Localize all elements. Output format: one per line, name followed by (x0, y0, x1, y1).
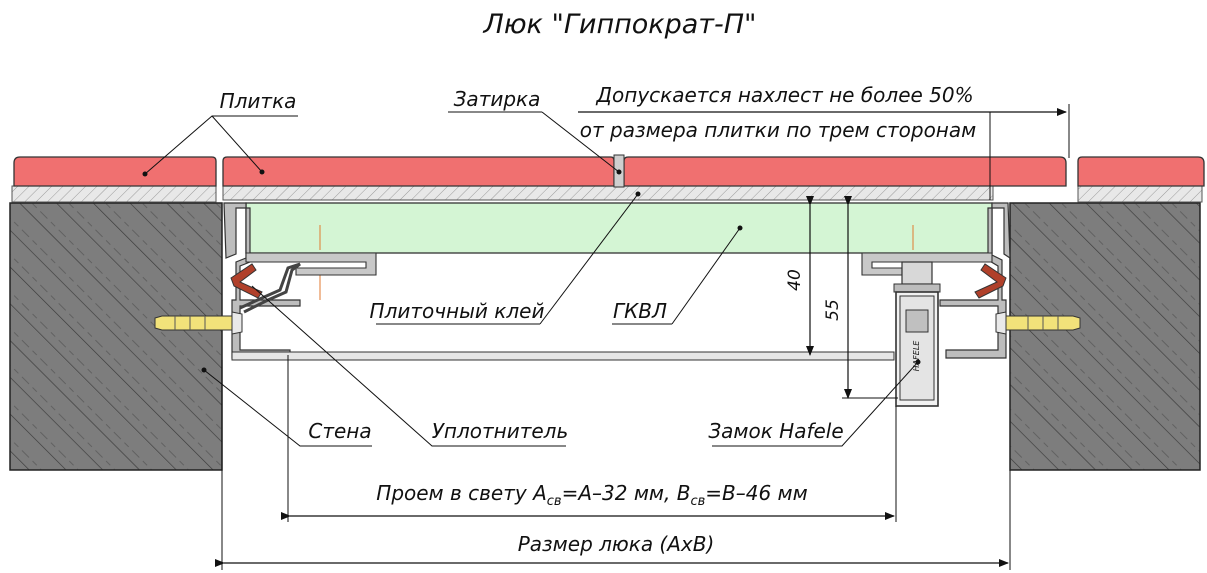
label-clear-opening: Проем в свету Aсв=A–32 мм, Bсв=B–46 мм (376, 481, 807, 509)
tile-right (1077, 156, 1205, 187)
frame-profile-right (939, 202, 1011, 359)
frame-inner-left (245, 252, 377, 276)
clear-opening-suffix: =B–46 мм (705, 481, 807, 505)
label-wall: Стена (308, 419, 371, 443)
seal-right (974, 263, 1007, 299)
clear-opening-sub2: св (690, 494, 705, 509)
spring-wire (239, 262, 301, 314)
frame-bottom-bar (231, 351, 895, 361)
label-overlap-line1: Допускается нахлест не более 50% (595, 83, 973, 107)
lock-brand-text: HAFELE (912, 340, 921, 372)
clear-opening-prefix: Проем в свету A (376, 481, 546, 505)
label-tile-adhesive: Плиточный клей (370, 299, 545, 323)
dowel-left (154, 311, 243, 335)
wall-right (1009, 202, 1201, 471)
seal-left (230, 263, 263, 299)
diagram-title: Люк "Гиппократ-П" (483, 9, 757, 40)
adhesive-wall-left (11, 185, 217, 203)
tile-left (13, 156, 217, 187)
dowel-right (995, 311, 1081, 335)
clear-opening-mid: =A–32 мм, B (562, 481, 691, 505)
adhesive-hatch (222, 185, 994, 201)
clear-opening-sub1: св (547, 494, 562, 509)
label-grout: Затирка (454, 87, 541, 111)
dimension-40: 40 (785, 269, 805, 291)
gkvl-board (245, 202, 993, 254)
label-overlap-line2: от размера плитки по трем сторонам (580, 118, 976, 142)
tile-hatch-right (623, 156, 1067, 187)
label-lock: Замок Hafele (708, 419, 843, 443)
leader-lines (144, 111, 919, 447)
dimension-55: 55 (823, 299, 843, 321)
label-tile: Плитка (220, 89, 297, 113)
hafele-lock: HAFELE (893, 261, 941, 407)
label-gkvl: ГКВЛ (613, 299, 667, 323)
adhesive-wall-right (1077, 185, 1203, 203)
wall-left (9, 202, 223, 471)
label-seal: Уплотнитель (432, 419, 569, 443)
label-hatch-size: Размер люка (AxB) (518, 532, 715, 556)
tile-hatch-left (222, 156, 615, 187)
